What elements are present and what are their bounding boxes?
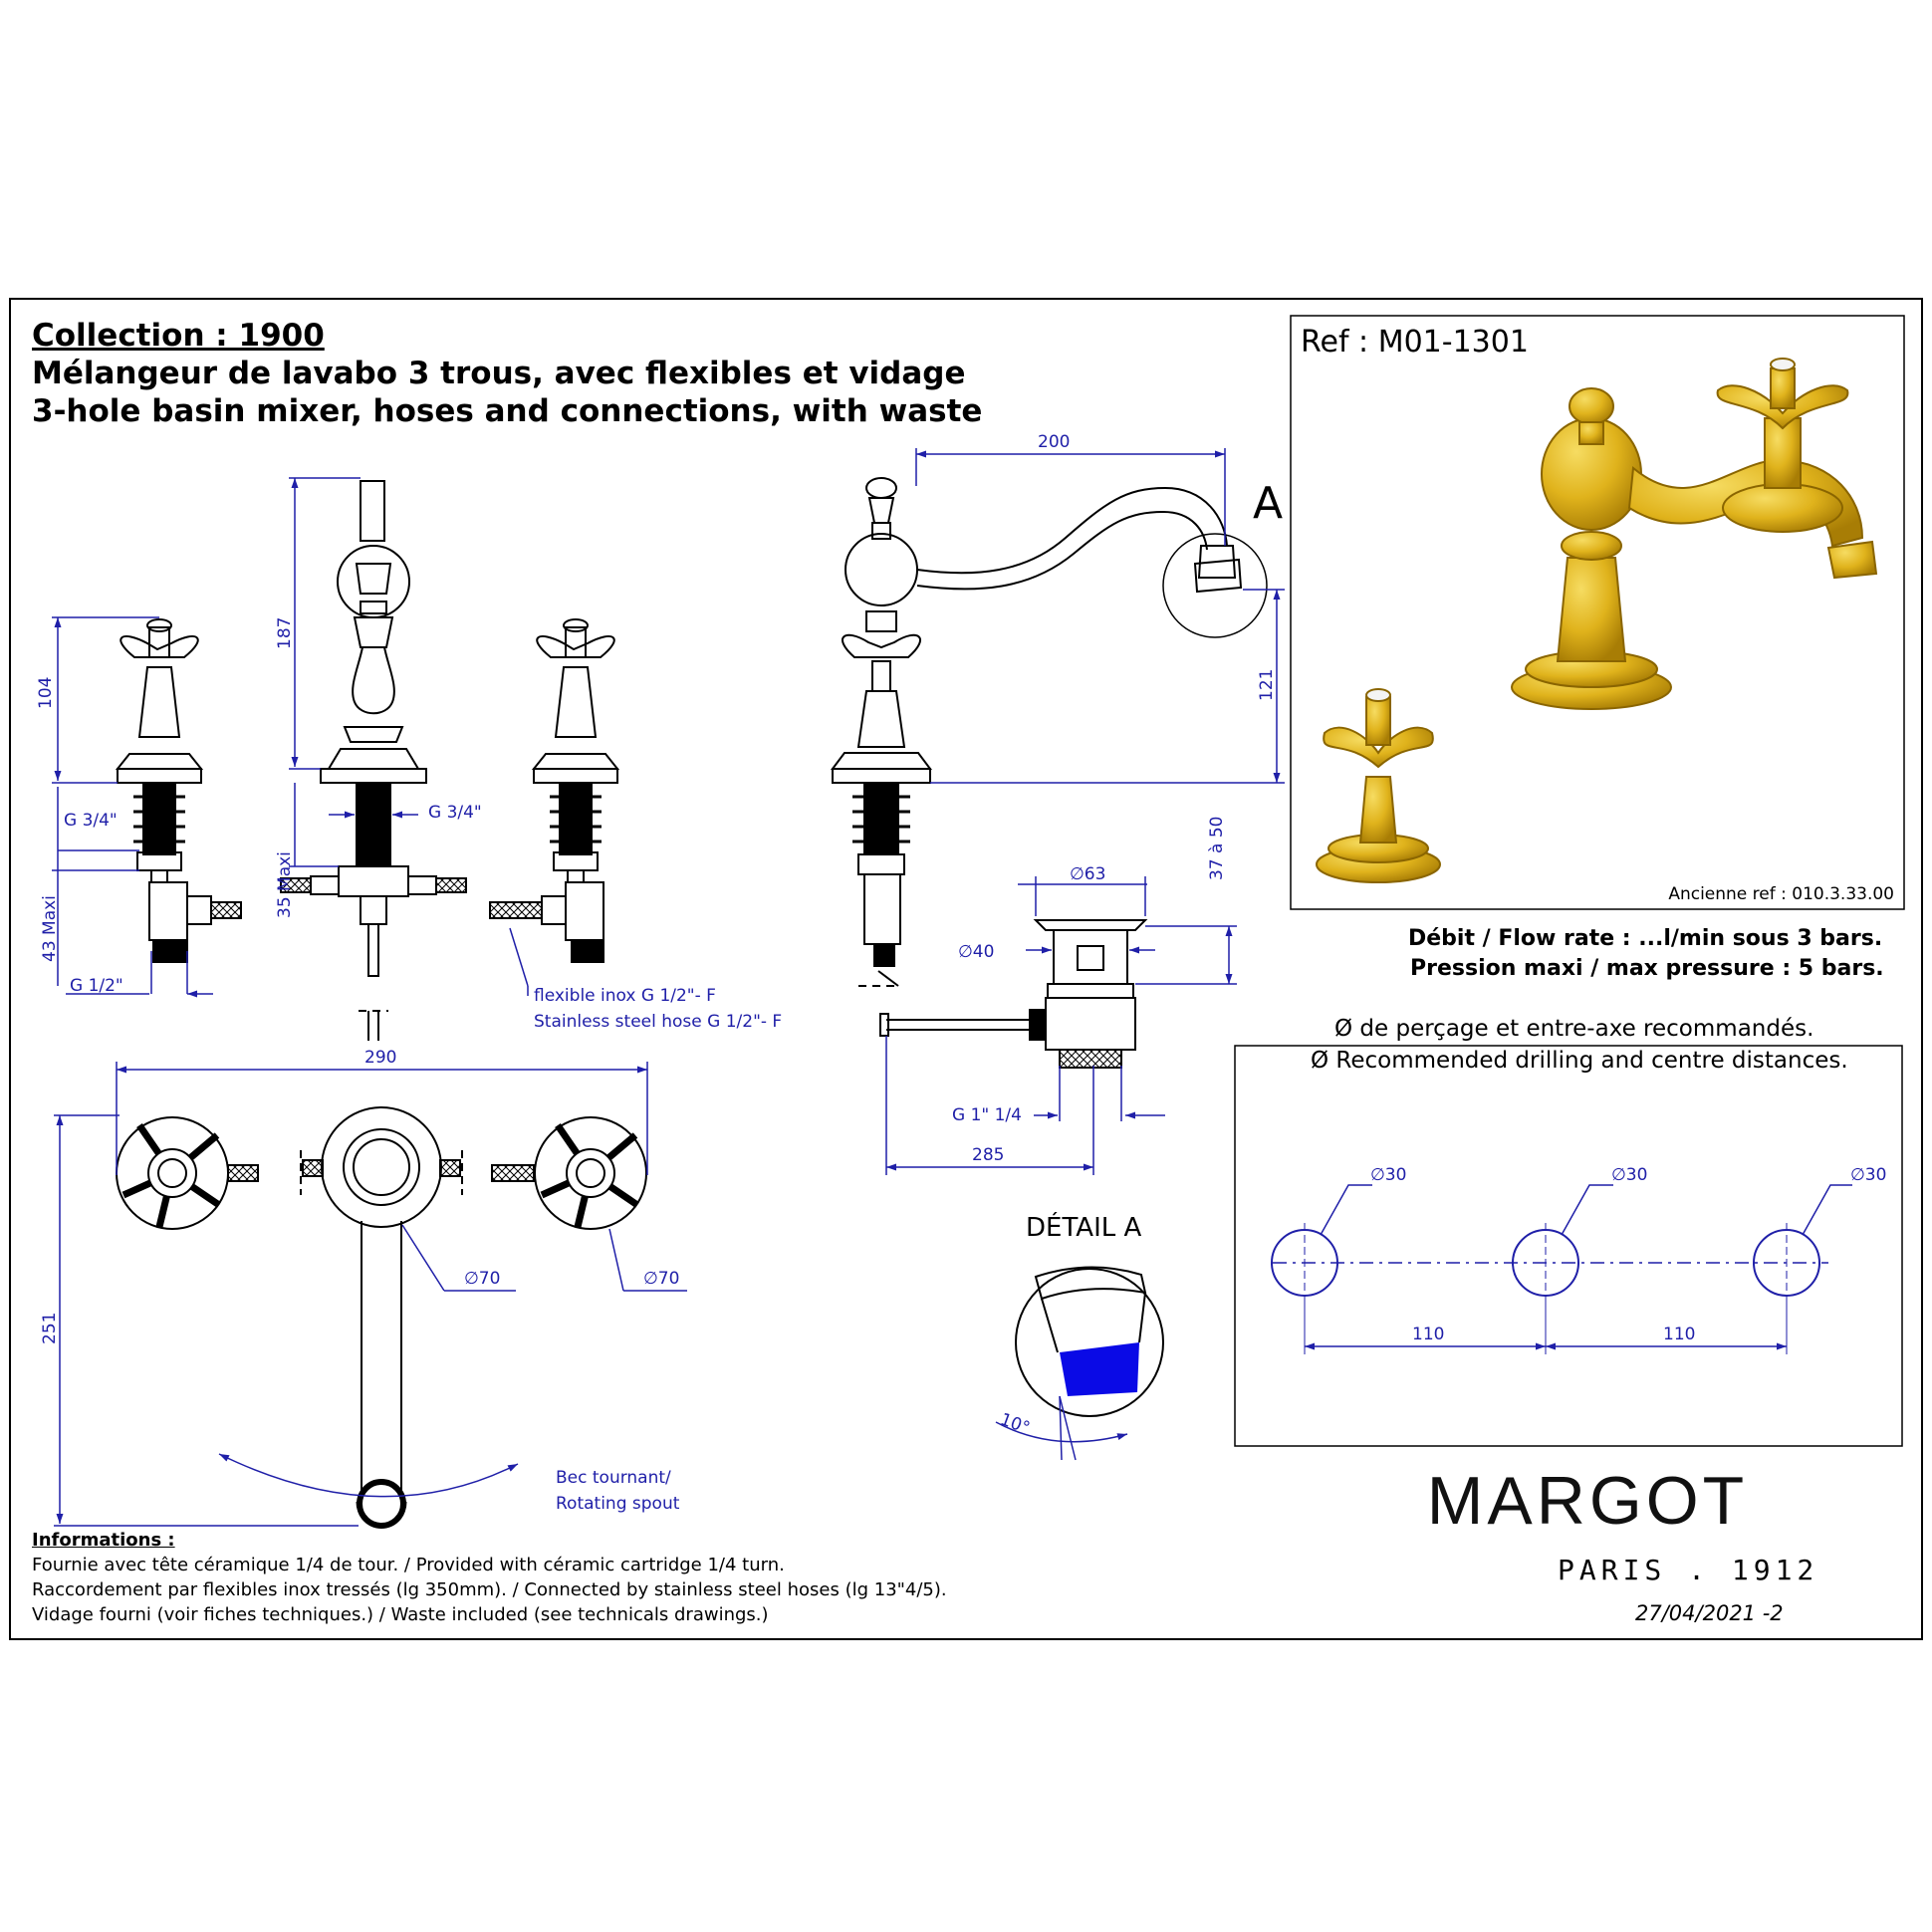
info-heading: Informations : — [32, 1530, 175, 1551]
top-dimensions — [54, 1062, 687, 1527]
product-ref: Ref : M01-1301 — [1301, 325, 1529, 360]
max-pressure: Pression maxi / max pressure : 5 bars. — [1410, 956, 1884, 981]
dim-121: 121 — [1257, 668, 1277, 701]
dim-g34-mid: G 3/4" — [428, 803, 482, 823]
dim-43-maxi: 43 Maxi — [40, 895, 60, 962]
info-line-2: Raccordement par flexibles inox tressés … — [32, 1579, 947, 1600]
top-view — [116, 1106, 647, 1529]
right-valve-front — [489, 618, 620, 963]
collection-title: Collection : 1900 — [32, 318, 325, 354]
rotating-en: Rotating spout — [556, 1494, 680, 1514]
info-line-3: Vidage fourni (voir fiches techniques.) … — [32, 1604, 769, 1625]
render-image — [1316, 358, 1878, 883]
title-fr: Mélangeur de lavabo 3 trous, avec flexib… — [32, 356, 966, 391]
drill-hole-3: ∅30 — [1850, 1165, 1887, 1185]
side-view — [831, 477, 1268, 987]
sheet-border — [9, 298, 1923, 1640]
dim-37-50: 37 à 50 — [1207, 816, 1227, 881]
flow-rate: Débit / Flow rate : ...l/min sous 3 bars… — [1408, 926, 1883, 951]
drill-hole-2: ∅30 — [1611, 1165, 1648, 1185]
hose-label-en: Stainless steel hose G 1/2"- F — [534, 1012, 783, 1032]
old-ref: Ancienne ref : 010.3.33.00 — [1668, 884, 1894, 904]
dim-g114: G 1" 1/4 — [952, 1105, 1022, 1125]
front-view — [115, 480, 620, 1041]
waste-dimensions — [885, 876, 1237, 1175]
dim-d70-b: ∅70 — [643, 1269, 680, 1289]
detail-a-view — [995, 1266, 1164, 1461]
dim-g34-left: G 3/4" — [64, 811, 118, 831]
dim-187: 187 — [275, 616, 295, 649]
dim-290: 290 — [364, 1048, 397, 1068]
drill-hole-1: ∅30 — [1370, 1165, 1407, 1185]
drawing-date: 27/04/2021 -2 — [1635, 1601, 1784, 1625]
dim-104: 104 — [36, 676, 56, 709]
waste-view — [879, 919, 1148, 1069]
front-dimensions — [52, 477, 529, 998]
title-en: 3-hole basin mixer, hoses and connection… — [32, 393, 983, 429]
dim-200: 200 — [1038, 432, 1071, 452]
drilling-frame — [1234, 1045, 1903, 1447]
hose-label-fr: flexible inox G 1/2"- F — [534, 986, 716, 1006]
dim-d70-a: ∅70 — [464, 1269, 501, 1289]
drilling-title-fr: Ø de perçage et entre-axe recommandés. — [1334, 1016, 1814, 1042]
center-mixer-front — [280, 480, 467, 1041]
brand-tagline: PARIS . 1912 — [1558, 1554, 1819, 1586]
brand-logo: MARGOT — [1427, 1463, 1748, 1539]
dim-251: 251 — [40, 1312, 60, 1344]
dim-d63: ∅63 — [1070, 864, 1106, 884]
dim-285: 285 — [972, 1145, 1005, 1165]
rotating-fr: Bec tournant/ — [556, 1468, 671, 1488]
dim-35-maxi: 35 Maxi — [275, 851, 295, 918]
detail-a-title: DÉTAIL A — [1026, 1213, 1142, 1243]
left-valve-front — [115, 618, 242, 963]
info-line-1: Fournie avec tête céramique 1/4 de tour.… — [32, 1555, 785, 1575]
drilling-title-en: Ø Recommended drilling and centre distan… — [1311, 1048, 1848, 1074]
section-a-marker: A — [1253, 478, 1284, 529]
dim-d40: ∅40 — [958, 942, 995, 962]
drill-spacing-2: 110 — [1663, 1325, 1696, 1344]
dim-g12: G 1/2" — [70, 976, 123, 996]
drill-spacing-1: 110 — [1412, 1325, 1445, 1344]
drilling-plan — [1271, 1184, 1852, 1354]
side-dimensions — [915, 448, 1285, 784]
